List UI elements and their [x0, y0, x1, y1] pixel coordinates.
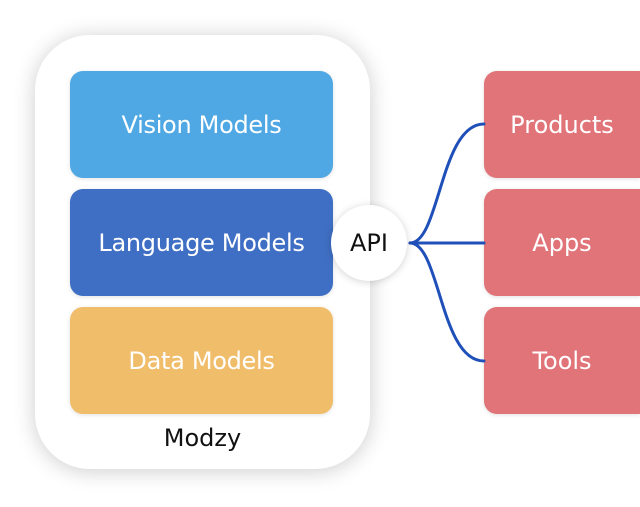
products-label: Products	[510, 110, 614, 139]
vision-models-box: Vision Models	[70, 71, 333, 178]
apps-box: Apps	[484, 189, 640, 296]
api-node: API	[331, 205, 407, 281]
data-models-label: Data Models	[128, 346, 275, 375]
api-label: API	[350, 229, 388, 257]
language-models-box: Language Models	[70, 189, 333, 296]
modzy-label: Modzy	[163, 424, 242, 452]
language-models-label: Language Models	[98, 228, 305, 257]
connector-to-tools	[408, 241, 486, 363]
data-models-box: Data Models	[70, 307, 333, 414]
products-box: Products	[484, 71, 640, 178]
tools-box: Tools	[484, 307, 640, 414]
apps-label: Apps	[532, 228, 592, 257]
tools-label: Tools	[532, 346, 592, 375]
connector-to-products	[408, 122, 486, 245]
vision-models-label: Vision Models	[121, 110, 282, 139]
